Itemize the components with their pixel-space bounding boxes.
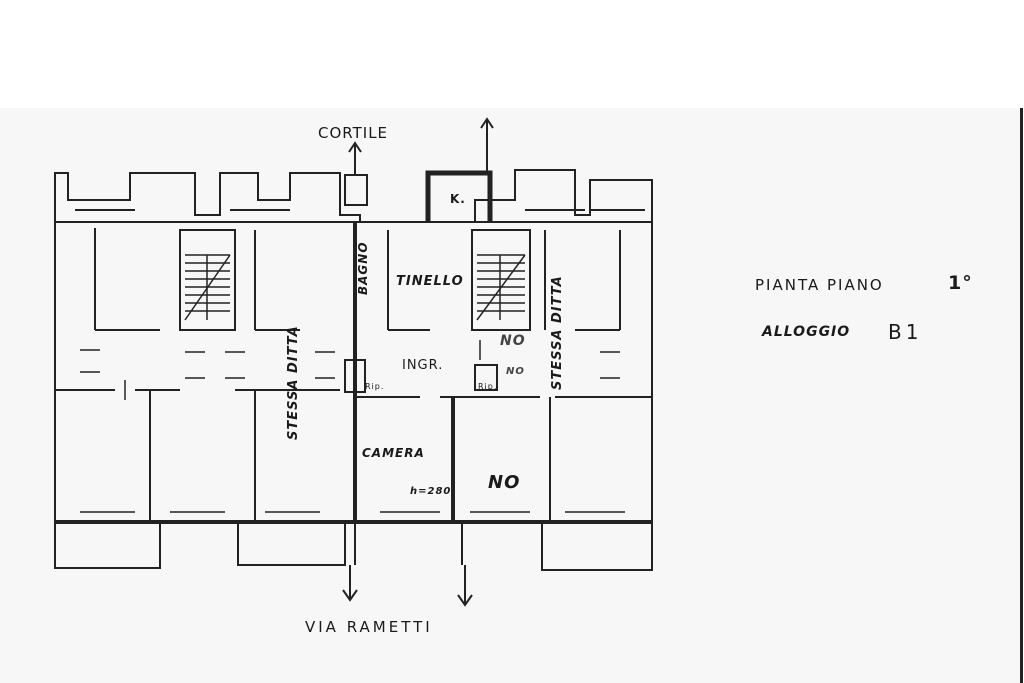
room-camera: CAMERA [362,446,425,460]
arrow-to-via-left [342,565,358,602]
label-stessa-ditta-left: STESSA DITTA [286,325,301,440]
room-bagno: BAGNO [356,241,370,295]
label-no-bottom: NO [488,472,521,493]
label-no-top: NO [500,333,526,349]
label-height-note: h=280 [410,486,452,497]
stairs-left-treads [184,254,231,321]
label-stessa-ditta-right: STESSA DITTA [550,275,565,390]
room-ingresso: INGR. [402,358,444,373]
unit-code: B1 [888,320,923,344]
label-rip-left: Rip. [365,382,385,391]
north-label: CORTILE [318,124,389,142]
south-label: VIA RAMETTI [305,618,433,636]
door-ticks [80,340,620,400]
unit-label: ALLOGGIO [762,324,851,340]
floor-number: 1° [948,272,973,294]
plan-title: PIANTA PIANO [755,276,884,294]
stairwell-right [471,229,531,331]
stairs-right-treads [476,254,526,321]
drawing-sheet [0,108,1023,683]
south-balcony-mid [237,522,346,566]
stairwell-left [179,229,236,331]
north-projection-2 [474,169,653,222]
room-tinello: TINELLO [396,274,464,289]
south-balcony-right [541,522,653,571]
north-projection-1 [54,172,361,222]
chimney-box [344,174,368,206]
south-balcony-left [54,522,161,569]
arrow-to-via-right [457,565,473,607]
kitchen-wall-thick [425,170,493,222]
arrow-to-cortile [348,141,362,175]
room-kitchen: K. [450,192,466,206]
label-no-small: NO [506,366,525,377]
arrow-north-right [480,117,494,173]
label-rip-right: Rip. [478,382,498,391]
